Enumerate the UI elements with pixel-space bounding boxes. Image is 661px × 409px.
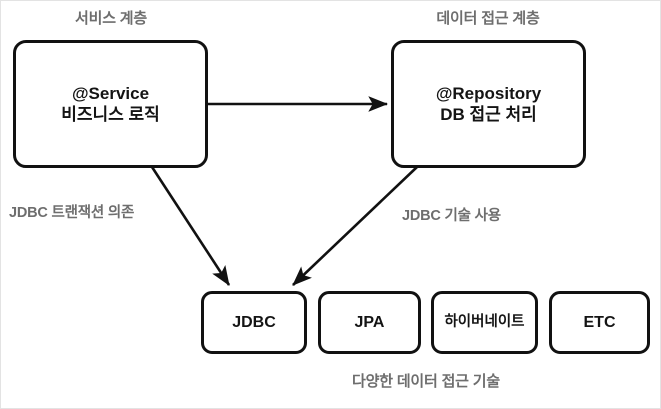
node-tech-etc[interactable]: ETC xyxy=(549,291,650,354)
caption-bottom: 다양한 데이터 접근 기술 xyxy=(352,373,500,390)
arrow-service-to-jdbc xyxy=(150,166,231,286)
node-tech-etc-label: ETC xyxy=(583,314,616,331)
node-tech-jdbc[interactable]: JDBC xyxy=(201,291,307,354)
node-service-line1: @Service xyxy=(71,84,150,103)
node-tech-jpa-label: JPA xyxy=(354,314,385,331)
node-service[interactable]: @Service 비즈니스 로직 xyxy=(13,40,208,168)
node-repository[interactable]: @Repository DB 접근 처리 xyxy=(391,40,586,168)
node-repository-line1: @Repository xyxy=(435,84,542,103)
node-tech-hibernate-label: 하이버네이트 xyxy=(444,314,525,330)
caption-data-access-layer: 데이터 접근 계층 xyxy=(436,10,540,27)
node-repository-line2: DB 접근 처리 xyxy=(440,105,537,124)
node-tech-jpa[interactable]: JPA xyxy=(318,291,421,354)
node-tech-hibernate[interactable]: 하이버네이트 xyxy=(431,291,538,354)
arrow-repository-to-jdbc xyxy=(292,166,418,286)
node-service-line2: 비즈니스 로직 xyxy=(61,105,160,124)
edge-label-repository-to-jdbc: JDBC 기술 사용 xyxy=(402,208,501,224)
caption-service-layer: 서비스 계층 xyxy=(75,10,147,27)
node-tech-jdbc-label: JDBC xyxy=(232,314,276,331)
edge-label-service-to-jdbc: JDBC 트랜잭션 의존 xyxy=(9,205,135,221)
